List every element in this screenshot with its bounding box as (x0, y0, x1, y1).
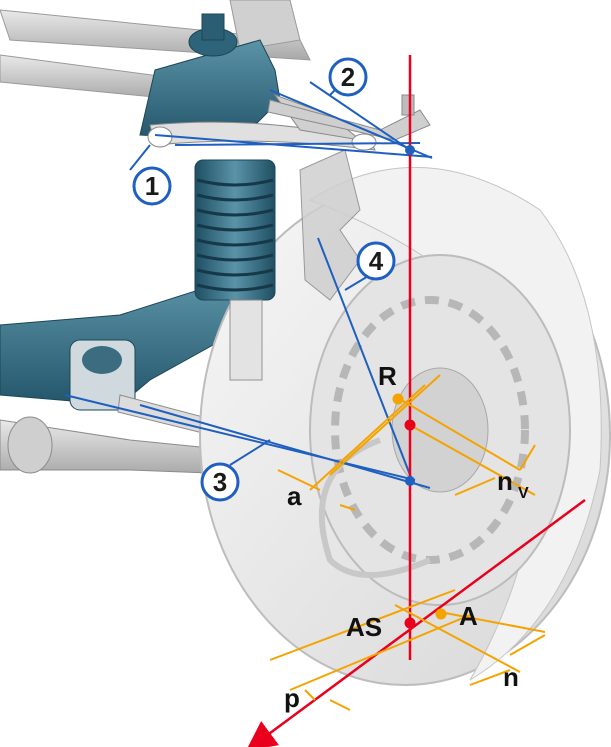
callout-4: 4 (356, 241, 396, 281)
callout-1: 1 (132, 166, 172, 206)
callout-3: 3 (200, 462, 240, 502)
dimension-lines (269, 374, 546, 711)
points (392, 145, 447, 629)
svg-text:2: 2 (341, 62, 355, 92)
steering-knuckle (299, 149, 361, 301)
coil-spring (196, 178, 274, 292)
svg-text:4: 4 (369, 246, 384, 276)
label-a-upper: A (459, 601, 478, 631)
svg-text:V: V (518, 485, 529, 502)
upper-pivot-point (405, 145, 415, 155)
svg-text:1: 1 (145, 171, 159, 201)
svg-text:n: n (497, 466, 513, 496)
point-as (404, 617, 416, 629)
wheel-center-point (404, 419, 416, 431)
label-p: p (284, 683, 300, 713)
lower-pivot-point (405, 476, 415, 486)
axes (245, 55, 586, 747)
ground-axis (245, 498, 586, 747)
label-as: AS (346, 612, 382, 642)
callout-2: 2 (328, 57, 368, 97)
drive-shaft (0, 416, 261, 476)
point-a (435, 608, 447, 620)
strut-assembly (139, 13, 281, 381)
point-r (392, 393, 404, 405)
lower-subframe (0, 279, 241, 411)
hub (391, 367, 489, 493)
label-r: R (378, 361, 397, 391)
label-a-lower: a (287, 481, 302, 511)
svg-text:3: 3 (213, 467, 227, 497)
label-n: n (503, 662, 519, 692)
wheel-assembly (199, 166, 611, 686)
label-nv: n V (497, 466, 529, 502)
construction-lines (64, 79, 433, 489)
